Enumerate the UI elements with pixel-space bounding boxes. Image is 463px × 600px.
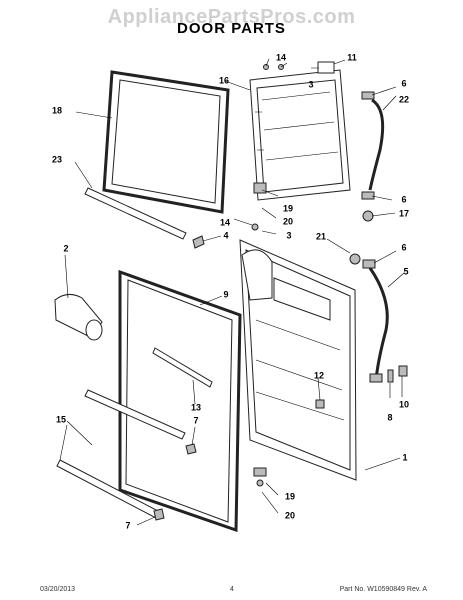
callout-4: 4 bbox=[223, 230, 229, 241]
callout-5: 5 bbox=[403, 266, 409, 277]
callout-12: 12 bbox=[313, 370, 325, 381]
callout-2: 2 bbox=[63, 243, 69, 254]
callout-11: 11 bbox=[347, 52, 357, 63]
callout-6-bottom: 6 bbox=[401, 242, 407, 253]
callout-13: 13 bbox=[190, 402, 202, 413]
callout-17: 17 bbox=[398, 208, 410, 219]
handle-end-top-2 bbox=[362, 259, 376, 269]
handle-end-top bbox=[361, 91, 375, 100]
callout-19-top: 19 bbox=[282, 203, 294, 214]
watermark: AppliancePartsPros.com bbox=[107, 6, 356, 28]
page-title: DOOR PARTS bbox=[177, 20, 286, 37]
callout-14-mid: 14 bbox=[219, 217, 231, 228]
callout-7-mid: 7 bbox=[193, 415, 199, 426]
callout-3-top: 3 bbox=[308, 79, 314, 90]
label-part bbox=[317, 61, 335, 74]
callout-9: 9 bbox=[223, 289, 229, 300]
callout-15: 15 bbox=[55, 414, 67, 425]
callout-21: 21 bbox=[315, 231, 327, 242]
footer-part-number: Part No. W10590849 Rev. A bbox=[339, 586, 427, 593]
footer-date: 03/20/2013 bbox=[40, 586, 76, 593]
footer-page: 4 bbox=[230, 586, 234, 593]
callout-14-top: 14 bbox=[275, 52, 287, 63]
callout-19-bottom: 19 bbox=[284, 491, 296, 502]
freezer-door bbox=[249, 69, 351, 201]
clip-7-b bbox=[153, 508, 165, 521]
callout-7-bottom: 7 bbox=[125, 520, 131, 531]
hinge-19-bottom bbox=[253, 467, 267, 477]
callout-22: 22 bbox=[398, 94, 410, 105]
fresh-food-door bbox=[239, 239, 357, 481]
callout-1: 1 bbox=[402, 452, 408, 463]
clip-4 bbox=[192, 235, 205, 249]
callout-20-top: 20 bbox=[282, 216, 294, 227]
handle-end-bottom bbox=[361, 191, 375, 200]
callout-18: 18 bbox=[51, 105, 63, 116]
top-handle bbox=[368, 98, 385, 191]
screw-17 bbox=[362, 210, 374, 222]
callout-16: 16 bbox=[218, 75, 230, 86]
part-12 bbox=[315, 399, 325, 409]
callout-6-mid: 6 bbox=[401, 194, 407, 205]
callout-8: 8 bbox=[387, 412, 393, 423]
part-10 bbox=[398, 365, 408, 377]
callout-23: 23 bbox=[51, 154, 63, 165]
hinge-19-top bbox=[253, 182, 267, 194]
handle-end-bottom-2 bbox=[369, 373, 383, 383]
cap-21 bbox=[349, 253, 361, 265]
clip-7-a bbox=[185, 443, 197, 455]
part-8 bbox=[387, 369, 394, 383]
bottom-handle bbox=[368, 267, 389, 381]
callout-10: 10 bbox=[398, 399, 410, 410]
callout-3-mid: 3 bbox=[286, 230, 292, 241]
callout-20-bottom: 20 bbox=[284, 510, 296, 521]
callout-6-top: 6 bbox=[401, 78, 407, 89]
